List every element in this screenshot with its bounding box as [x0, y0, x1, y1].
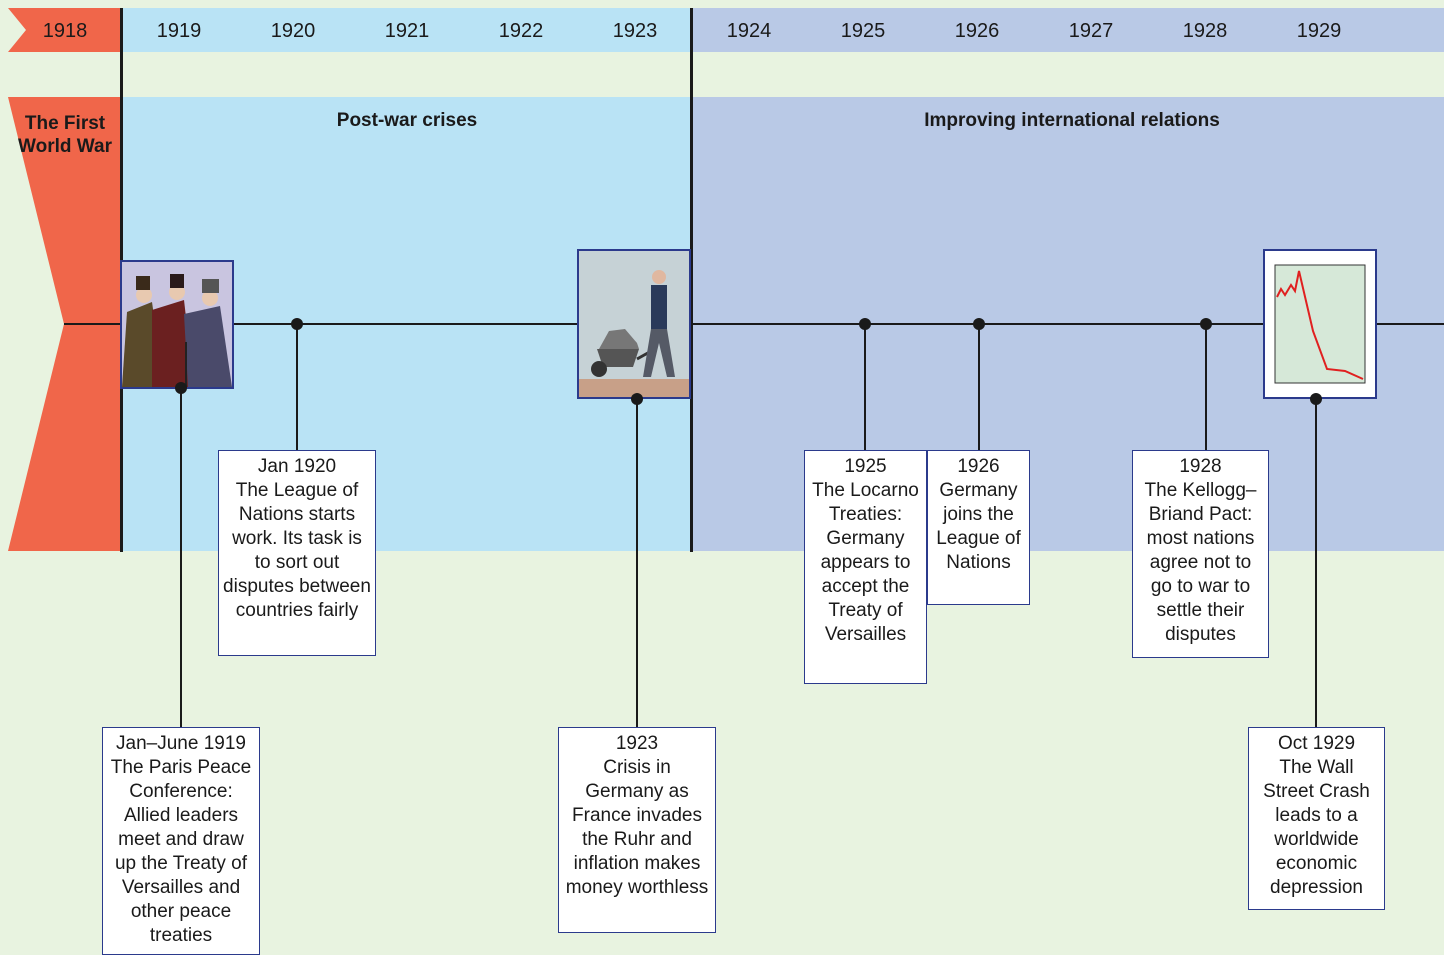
event-text: The Wall Street Crash leads to a worldwi…	[1263, 757, 1370, 898]
event-date: 1926	[957, 456, 1000, 477]
year-label: 1920	[270, 20, 316, 42]
event-text: The League of Nations starts work. Its t…	[223, 480, 371, 621]
event-box-league: Jan 1920 The League of Nations starts wo…	[218, 450, 376, 656]
event-dot	[291, 318, 303, 330]
event-text: The Kellogg–Briand Pact: most nations ag…	[1144, 480, 1257, 645]
year-label: 1927	[1068, 20, 1114, 42]
connector-ruhr	[636, 399, 638, 727]
year-label: 1926	[954, 20, 1000, 42]
year-label: 1925	[840, 20, 886, 42]
event-dot	[1200, 318, 1212, 330]
event-box-joins: 1926 Germany joins the League of Nations	[927, 450, 1030, 605]
connector-league	[296, 324, 298, 450]
event-text: The Locarno Treaties: Germany appears to…	[812, 480, 919, 645]
period-war-title: The First World War	[18, 113, 112, 157]
event-date: Oct 1929	[1277, 733, 1356, 754]
connector-joins	[978, 324, 980, 451]
year-label: 1929	[1296, 20, 1342, 42]
year-label: 1919	[156, 20, 202, 42]
event-text: Crisis in Germany as France invades the …	[565, 757, 709, 898]
period-crises-title: Post-war crises	[336, 110, 478, 131]
event-box-crash: Oct 1929 The Wall Street Crash leads to …	[1248, 727, 1385, 910]
event-dot	[631, 393, 643, 405]
year-label: 1928	[1182, 20, 1228, 42]
event-date: Jan–June 1919	[116, 733, 246, 754]
event-box-paris: Jan–June 1919 The Paris Peace Conference…	[102, 727, 260, 955]
event-date: 1923	[615, 733, 659, 754]
year-label: 1922	[498, 20, 544, 42]
connector-paris	[180, 388, 182, 728]
event-box-kellogg: 1928 The Kellogg–Briand Pact: most natio…	[1132, 450, 1269, 658]
period-improving-title: Improving international relations	[924, 110, 1220, 131]
event-dot	[973, 318, 985, 330]
ruhr-inflation-picture	[577, 249, 691, 399]
year-bar	[8, 8, 1444, 52]
event-box-ruhr: 1923 Crisis in Germany as France invades…	[558, 727, 716, 933]
event-date: 1928	[1179, 456, 1222, 477]
event-dot	[1310, 393, 1322, 405]
leaders-illustration	[122, 262, 232, 387]
connector-locarno	[864, 324, 866, 451]
wheelbarrow-illustration	[579, 251, 689, 397]
wall-street-crash-picture	[1263, 249, 1377, 399]
event-dot	[175, 382, 187, 394]
event-date: Jan 1920	[257, 456, 337, 477]
event-text: Germany joins the League of Nations	[936, 480, 1021, 573]
stock-crash-graph-icon	[1274, 264, 1366, 384]
connector-kellogg	[1205, 324, 1207, 451]
event-date: 1925	[844, 456, 887, 477]
timeline-axis	[64, 323, 1444, 325]
event-dot	[859, 318, 871, 330]
peace-leaders-picture	[120, 260, 234, 389]
event-text: The Paris Peace Conference: Allied leade…	[110, 757, 252, 946]
event-box-locarno: 1925 The Locarno Treaties: Germany appea…	[804, 450, 927, 684]
connector-crash	[1315, 399, 1317, 727]
divider-1924	[690, 8, 693, 552]
year-label: 1923	[612, 20, 658, 42]
year-label: 1924	[726, 20, 772, 42]
year-label: 1921	[384, 20, 430, 42]
year-label: 1918	[42, 20, 88, 42]
